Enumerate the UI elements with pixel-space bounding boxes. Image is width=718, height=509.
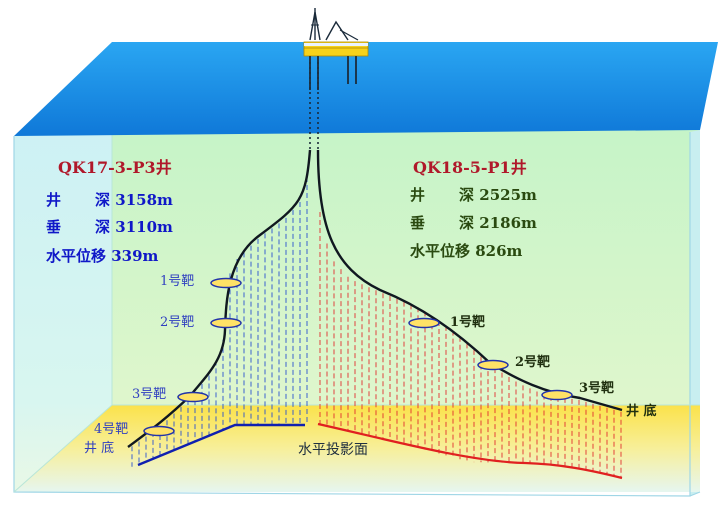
left-well-tvd-row: 垂 深 3110m [46,220,173,235]
left-tvd-value: 3110m [115,218,173,236]
left-well-depth-row: 井 深 3158m [46,193,173,208]
right-depth-label-a: 井 [410,186,426,204]
right-target-1-label: 1号靶 [450,315,486,330]
left-target-2-ellipse [210,317,242,329]
right-tvd-label-b: 深 [459,214,475,232]
platform-icon [303,8,369,90]
left-target-3-label: 3号靶 [132,387,167,402]
right-offset-label: 水平位移 [410,242,471,260]
left-depth-label-b: 深 [95,191,111,209]
right-target-3-ellipse [541,389,573,401]
right-well-tvd-row: 垂 深 2186m [410,216,537,231]
right-tvd-value: 2186m [479,214,537,232]
right-well-name: QK18-5-P1井 [413,158,527,177]
right-well-bottom-label: 井 底 [626,404,657,419]
left-target-2-label: 2号靶 [160,315,195,330]
left-well-offset-row: 水平位移 339m [46,249,158,264]
left-well-name: QK17-3-P3井 [58,158,172,177]
projection-plane [14,405,700,492]
right-target-3-label: 3号靶 [579,381,615,396]
left-target-3-ellipse [177,391,209,403]
left-well-bottom-label: 井 底 [84,441,115,456]
left-depth-label-a: 井 [46,191,62,209]
right-well-depth-row: 井 深 2525m [410,188,537,203]
left-target-1-label: 1号靶 [160,274,195,289]
left-offset-label: 水平位移 [46,247,107,265]
right-depth-label-b: 深 [459,186,475,204]
right-well-projection [317,422,623,480]
right-target-2-label: 2号靶 [515,355,551,370]
projection-plane-label: 水平投影面 [298,442,368,458]
left-offset-value: 339m [111,247,159,265]
left-target-1-ellipse [210,277,242,289]
right-well-trajectory [316,149,623,412]
sea-surface [14,42,718,136]
right-target-1-ellipse [408,317,440,329]
right-offset-value: 826m [475,242,523,260]
right-tvd-label-a: 垂 [410,214,426,232]
right-well-section [319,212,622,478]
left-target-4-ellipse [143,425,175,437]
water-body [14,130,112,492]
left-well-projection [137,423,305,467]
back-wall [112,130,700,405]
left-depth-value: 3158m [115,191,173,209]
right-depth-value: 2525m [479,186,537,204]
left-target-4-label: 4号靶 [94,422,129,437]
left-tvd-label-b: 深 [95,218,111,236]
target-markers [143,277,573,437]
left-tvd-label-a: 垂 [46,218,62,236]
right-target-2-ellipse [477,359,509,371]
right-well-offset-row: 水平位移 826m [410,244,522,259]
